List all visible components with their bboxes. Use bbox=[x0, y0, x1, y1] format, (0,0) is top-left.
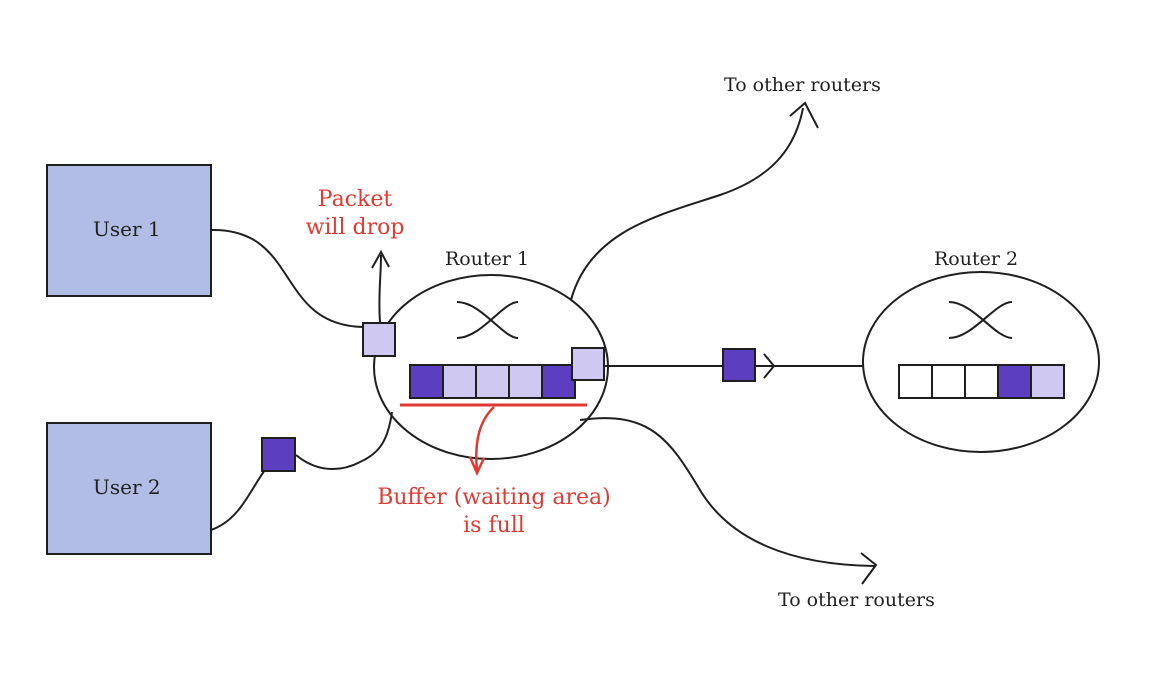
buffer-full-arrow bbox=[475, 406, 495, 471]
buffer-full-note-line-2: is full bbox=[463, 512, 525, 538]
user-1-box bbox=[46, 164, 212, 297]
router-1-switch-icon bbox=[456, 301, 519, 339]
packet-drop-note: Packet will drop bbox=[295, 186, 415, 241]
router-2-buffer bbox=[898, 364, 1065, 399]
packet-drop-note-line-2: will drop bbox=[305, 214, 405, 240]
buffer-full-note: Buffer (waiting area) is full bbox=[354, 484, 634, 539]
router-2-switch-icon bbox=[948, 301, 1013, 339]
packet-drop-note-line-1: Packet bbox=[317, 187, 393, 212]
top-destination-label: To other routers bbox=[724, 74, 881, 96]
drop-arrow-head bbox=[371, 249, 390, 269]
router-1-outgoing-packet bbox=[571, 347, 605, 381]
bottom-outgoing-link bbox=[579, 417, 876, 567]
router-2-buffer-cell-1 bbox=[898, 364, 933, 399]
router-2-buffer-cell-3 bbox=[964, 364, 999, 399]
router-2-ellipse bbox=[862, 271, 1100, 453]
router-2-buffer-cell-2 bbox=[931, 364, 966, 399]
top-outgoing-link bbox=[570, 107, 804, 301]
user-1-link bbox=[210, 228, 364, 328]
router-1-buffer-cell-4 bbox=[508, 364, 543, 399]
dropping-packet bbox=[362, 322, 396, 357]
user-2-box bbox=[46, 422, 212, 555]
router-2-buffer-cell-4 bbox=[997, 364, 1032, 399]
drop-arrow bbox=[378, 254, 382, 323]
buffer-full-arrow-head bbox=[468, 456, 486, 477]
router-2-label: Router 2 bbox=[934, 248, 1019, 270]
top-outgoing-arrow-head bbox=[789, 101, 819, 129]
user-2-label: User 2 bbox=[93, 475, 161, 499]
buffer-full-note-line-1: Buffer (waiting area) bbox=[377, 485, 611, 510]
router-1-buffer-cell-5 bbox=[541, 364, 576, 399]
router-1-buffer bbox=[409, 364, 576, 399]
router-1-buffer-cell-3 bbox=[475, 364, 510, 399]
router-2-buffer-cell-5 bbox=[1030, 364, 1065, 399]
bottom-outgoing-arrow-head bbox=[860, 552, 878, 585]
user-2-link bbox=[210, 411, 393, 531]
user-1-label: User 1 bbox=[93, 217, 161, 241]
router-1-buffer-cell-1 bbox=[409, 364, 444, 399]
user-2-packet bbox=[261, 437, 296, 472]
router-1-buffer-cell-2 bbox=[442, 364, 477, 399]
router-link-arrow-head bbox=[763, 353, 776, 379]
in-transit-packet bbox=[722, 348, 756, 382]
router-1-label: Router 1 bbox=[445, 248, 530, 270]
bottom-destination-label: To other routers bbox=[778, 589, 935, 611]
